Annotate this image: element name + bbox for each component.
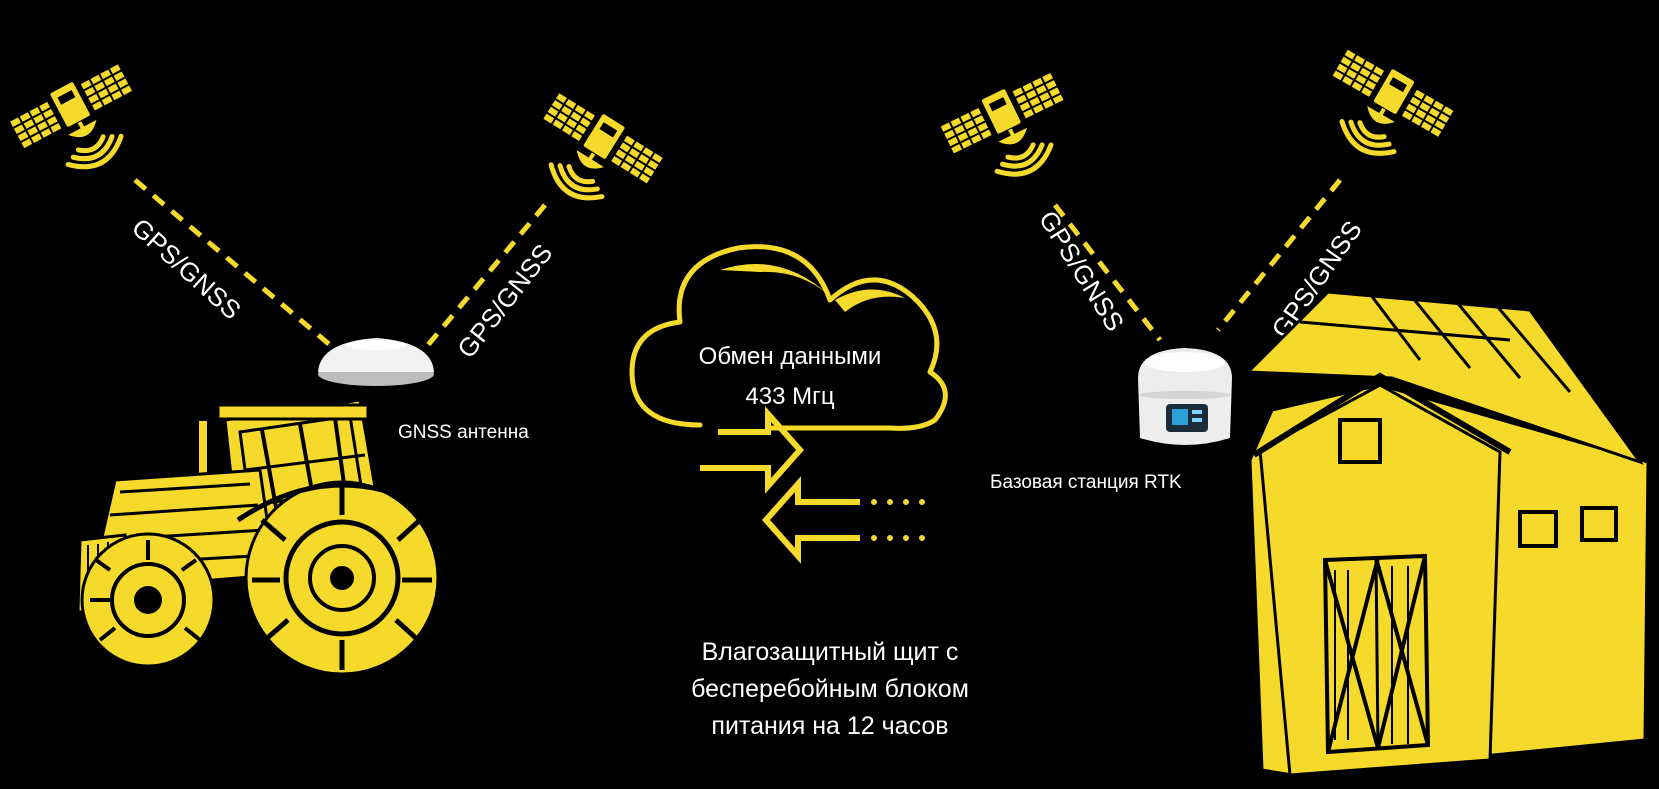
right-link-label-1: GPS/GNSS — [1033, 205, 1130, 336]
tractor — [76, 398, 450, 676]
left-link-1 — [133, 178, 332, 347]
gnss-antenna — [318, 338, 434, 386]
antenna-label: GNSS антенна — [398, 422, 529, 443]
base-station-label: Базовая станция RTK — [990, 472, 1182, 493]
barn — [1244, 269, 1650, 777]
cloud-text-2: 433 Мгц — [745, 383, 834, 410]
cloud-text-1: Обмен данными — [699, 343, 882, 370]
caption-line-2: бесперебойным блоком — [691, 675, 969, 703]
data-arrows — [700, 406, 925, 564]
caption-line-3: питания на 12 часов — [711, 712, 949, 740]
right-link-1 — [1053, 203, 1162, 342]
right-link-2 — [1216, 178, 1342, 332]
caption-line-1: Влагозащитный щит с — [701, 638, 959, 666]
cloud — [629, 244, 948, 431]
left-link-label-1: GPS/GNSS — [126, 212, 247, 325]
rtk-base-station — [1138, 348, 1232, 445]
right-satellite-1 — [937, 66, 1086, 198]
caption: Влагозащитный щит с бесперебойным блоком… — [580, 634, 1080, 745]
right-satellite-2 — [1307, 43, 1457, 179]
left-satellite-1 — [6, 58, 156, 192]
left-link-2 — [426, 203, 547, 347]
left-satellite-2 — [517, 87, 668, 226]
